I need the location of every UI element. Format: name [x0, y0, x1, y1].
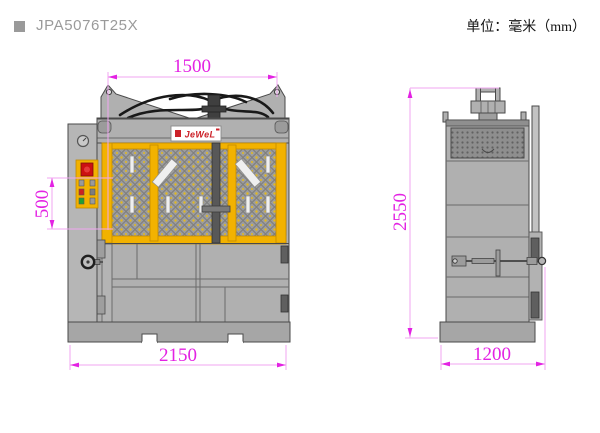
brand-icon [175, 130, 181, 137]
panel-button [78, 188, 85, 196]
front-base [67, 321, 291, 344]
rod-bolt-icon [537, 256, 547, 266]
lower-doors [96, 239, 289, 323]
dim-top-width: 1500 [173, 56, 211, 77]
side-body [442, 111, 530, 323]
forklift-slot [227, 333, 244, 344]
center-bar [211, 142, 221, 244]
brand-text: JeWeL [185, 130, 216, 140]
panel-button [89, 188, 96, 196]
dimension-1200: 1200 [440, 267, 546, 370]
door-wheel-icon [80, 254, 103, 270]
page-title: JPA5076T25X [36, 17, 139, 34]
rear-panel [531, 105, 540, 233]
guard-column-right [275, 142, 287, 244]
dim-depth: 1200 [473, 344, 511, 365]
side-view: 2550 1200 [390, 87, 547, 370]
door-handle-right [234, 158, 262, 188]
dimension-2150: 2150 [69, 345, 287, 370]
tension-rod [451, 249, 547, 277]
brand-label: JeWeL [170, 125, 222, 142]
control-panel [75, 159, 99, 209]
panel-button [78, 179, 85, 187]
pressure-gauge-icon [76, 134, 90, 148]
control-cabinet [67, 123, 99, 323]
side-door-edge [528, 231, 543, 321]
front-view: JeWeL [32, 56, 291, 370]
bullet-icon [14, 21, 25, 32]
dimension-500: 500 [32, 177, 113, 230]
panel-button [78, 197, 85, 205]
guard-column-left [101, 142, 113, 244]
door-handle-left [151, 158, 179, 188]
dim-base-width: 2150 [159, 345, 197, 366]
hinge-icon [96, 239, 106, 259]
dim-panel-height: 500 [32, 190, 53, 219]
dimension-2550: 2550 [390, 87, 499, 339]
dimension-1500: 1500 [107, 56, 278, 230]
hinge-icon [280, 245, 289, 264]
panel-button [89, 179, 96, 187]
forklift-slot [141, 333, 158, 344]
hinge-icon [280, 294, 289, 313]
hinge-icon [96, 295, 106, 315]
mesh-guard-door [101, 142, 287, 245]
unit-label: 单位：毫米（mm） [466, 20, 586, 35]
hinge-icon [530, 291, 540, 319]
panel-button [89, 197, 96, 205]
side-mesh-panel [450, 127, 525, 159]
dim-overall-height: 2550 [390, 193, 411, 231]
side-base [439, 321, 536, 343]
